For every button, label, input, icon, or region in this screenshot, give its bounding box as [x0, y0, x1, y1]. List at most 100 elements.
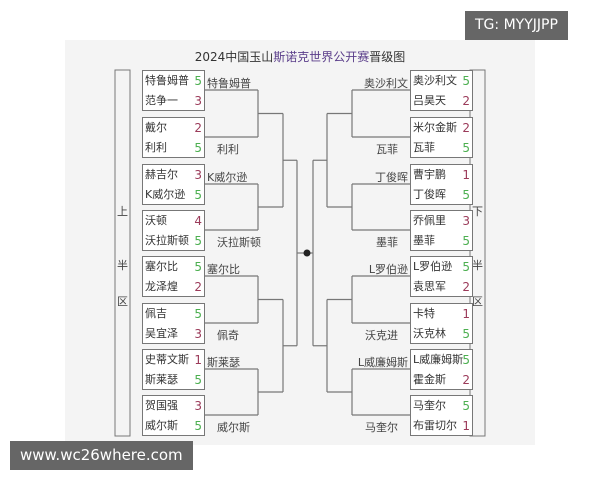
- player-name: 瓦菲: [413, 141, 435, 154]
- player-score: 5: [462, 260, 470, 274]
- player-name: 袁思军: [413, 280, 446, 293]
- half-frame: [114, 69, 131, 437]
- round2-winner: 塞尔比: [207, 263, 240, 276]
- player-score: 5: [462, 399, 470, 413]
- match-box: 沃顿 4 沃拉斯顿 5: [142, 210, 205, 251]
- player-name: 特鲁姆普: [145, 74, 189, 87]
- page-title: 2024中国玉山斯诺克世界公开赛晋级图: [194, 50, 406, 64]
- player-name: 丁俊晖: [413, 188, 446, 201]
- round2-winner: 瓦菲: [376, 143, 398, 156]
- player-name: L威廉姆斯: [413, 353, 464, 366]
- round2-winner: 丁俊晖: [375, 171, 408, 184]
- player-name: 沃顿: [145, 214, 167, 227]
- player-score: 5: [462, 141, 470, 155]
- round2-winner: L威廉姆斯: [357, 356, 408, 369]
- player-score: 3: [462, 214, 470, 228]
- round2-winner: 利利: [217, 143, 239, 156]
- match-box: 史蒂文斯 1 斯莱瑟 5: [142, 349, 205, 390]
- player-name: 吴宜泽: [145, 327, 178, 340]
- player-score: 3: [194, 94, 202, 108]
- player-name: 斯莱瑟: [145, 373, 178, 386]
- round2-winner: 佩奇: [217, 329, 239, 342]
- player-score: 5: [194, 188, 202, 202]
- player-score: 3: [194, 168, 202, 182]
- round2-winner: 奥沙利文: [364, 77, 408, 90]
- round2-winner: 特鲁姆普: [207, 77, 251, 90]
- player-row: 史蒂文斯 1: [145, 350, 202, 370]
- round2-winner: K威尔逊: [207, 171, 248, 184]
- player-name: K威尔逊: [145, 188, 186, 201]
- player-score: 5: [194, 373, 202, 387]
- half-label: 下: [472, 205, 483, 218]
- player-name: 沃拉斯顿: [145, 234, 189, 247]
- player-name: 戴尔: [145, 121, 167, 134]
- round2-winner: 斯莱瑟: [207, 356, 240, 369]
- player-row: 马奎尔 5: [413, 396, 470, 416]
- player-row: 利利 5: [145, 138, 202, 158]
- player-score: 5: [462, 188, 470, 202]
- player-name: 利利: [145, 141, 167, 154]
- player-name: 威尔斯: [145, 419, 178, 432]
- player-name: L罗伯逊: [413, 260, 453, 273]
- player-score: 2: [462, 121, 470, 135]
- player-name: 曹宇鹏: [413, 168, 446, 181]
- player-name: 布雷切尔: [413, 419, 457, 432]
- player-score: 5: [462, 74, 470, 88]
- player-name: 佩吉: [145, 307, 167, 320]
- player-row: 斯莱瑟 5: [145, 370, 202, 390]
- round2-winner: 威尔斯: [217, 421, 250, 434]
- player-row: 瓦菲 5: [413, 138, 470, 158]
- player-row: K威尔逊 5: [145, 185, 202, 205]
- player-score: 5: [462, 353, 470, 367]
- player-name: 墨菲: [413, 234, 435, 247]
- player-name: 吕昊天: [413, 94, 446, 107]
- player-name: 霍金斯: [413, 373, 446, 386]
- watermark-bottom-left: www.wc26where.com: [10, 441, 193, 470]
- player-score: 2: [194, 121, 202, 135]
- player-score: 3: [194, 327, 202, 341]
- player-score: 5: [194, 234, 202, 248]
- player-score: 1: [462, 168, 470, 182]
- player-row: 丁俊晖 5: [413, 185, 470, 205]
- half-label: 半: [117, 259, 128, 272]
- player-score: 1: [194, 353, 202, 367]
- player-name: 马奎尔: [413, 399, 446, 412]
- player-name: 史蒂文斯: [145, 353, 189, 366]
- final-dot-icon: [303, 249, 311, 257]
- half-label: 上: [117, 205, 128, 218]
- player-score: 4: [194, 214, 202, 228]
- match-box: 曹宇鹏 1 丁俊晖 5: [410, 164, 473, 205]
- player-score: 5: [194, 307, 202, 321]
- player-score: 5: [194, 141, 202, 155]
- player-score: 5: [194, 419, 202, 433]
- round2-winner: 马奎尔: [365, 421, 398, 434]
- player-row: 戴尔 2: [145, 118, 202, 138]
- player-name: 赫吉尔: [145, 168, 178, 181]
- player-name: 范争一: [145, 94, 178, 107]
- player-row: 沃拉斯顿 5: [145, 231, 202, 251]
